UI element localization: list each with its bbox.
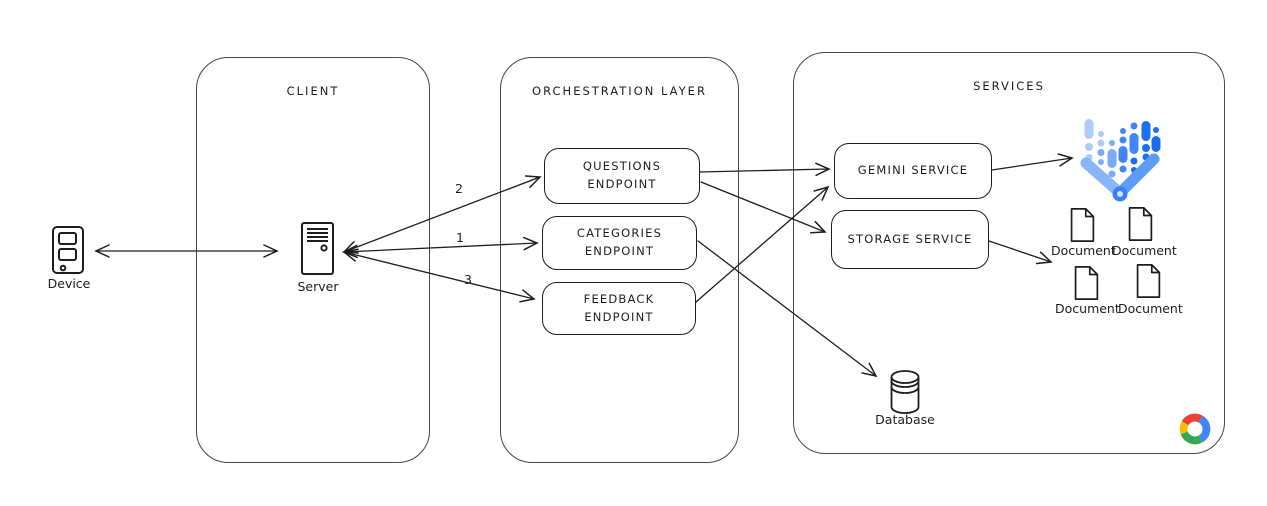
server-tower-icon <box>301 222 334 275</box>
arrow-server-questions <box>342 175 542 254</box>
feedback-endpoint-line2: ENDPOINT <box>584 309 654 324</box>
document-label: Document <box>1118 301 1183 316</box>
orchestration-layer-title: ORCHESTRATION LAYER <box>532 84 707 98</box>
arrow-server-categories <box>342 236 539 259</box>
arrow-gemini-vertex <box>991 153 1074 171</box>
questions-endpoint-line1: QUESTIONS <box>582 159 662 174</box>
client-container-title: CLIENT <box>286 84 340 98</box>
arrow-label-categories: 1 <box>456 230 464 245</box>
services-container-title: SERVICES <box>973 79 1045 93</box>
document-page-icon <box>1074 266 1099 300</box>
arrow-server-feedback <box>342 248 536 303</box>
questions-endpoint-box: QUESTIONS ENDPOINT <box>544 148 700 204</box>
services-container: SERVICES <box>793 52 1225 454</box>
vertex-ai-logo <box>1080 119 1161 202</box>
feedback-endpoint-box: FEEDBACK ENDPOINT <box>542 282 696 335</box>
arrow-storage-documents <box>988 240 1053 265</box>
categories-endpoint-line2: ENDPOINT <box>584 244 655 258</box>
server-label: Server <box>297 279 339 294</box>
gemini-service-box: GEMINI SERVICE <box>834 143 992 199</box>
categories-endpoint-line1: CATEGORIES <box>576 226 663 241</box>
document-page-icon <box>1070 208 1095 242</box>
database-cylinder-icon <box>890 370 920 414</box>
categories-endpoint-box: CATEGORIES ENDPOINT <box>542 216 697 270</box>
document-label: Document <box>1112 243 1177 258</box>
document-page-icon <box>1136 264 1161 298</box>
document-label: Document <box>1055 301 1120 316</box>
database-label: Database <box>875 412 935 427</box>
arrow-questions-storage <box>700 181 827 234</box>
feedback-endpoint-line1: FEEDBACK <box>583 291 655 306</box>
arrow-questions-gemini <box>699 162 831 177</box>
arrow-label-feedback: 3 <box>464 272 472 287</box>
arrow-feedback-gemini <box>695 185 830 303</box>
document-label: Document <box>1051 243 1116 258</box>
questions-endpoint-line2: ENDPOINT <box>587 177 657 191</box>
gemini-service-label: GEMINI SERVICE <box>857 163 969 178</box>
device-label: Device <box>47 276 91 291</box>
arrow-label-questions: 2 <box>455 181 463 196</box>
storage-service-box: STORAGE SERVICE <box>831 210 989 269</box>
google-cloud-logo <box>1179 413 1211 445</box>
arrow-categories-database <box>697 240 878 378</box>
document-page-icon <box>1128 207 1153 241</box>
storage-service-label: STORAGE SERVICE <box>847 231 973 246</box>
tablet-device-icon <box>52 226 84 274</box>
